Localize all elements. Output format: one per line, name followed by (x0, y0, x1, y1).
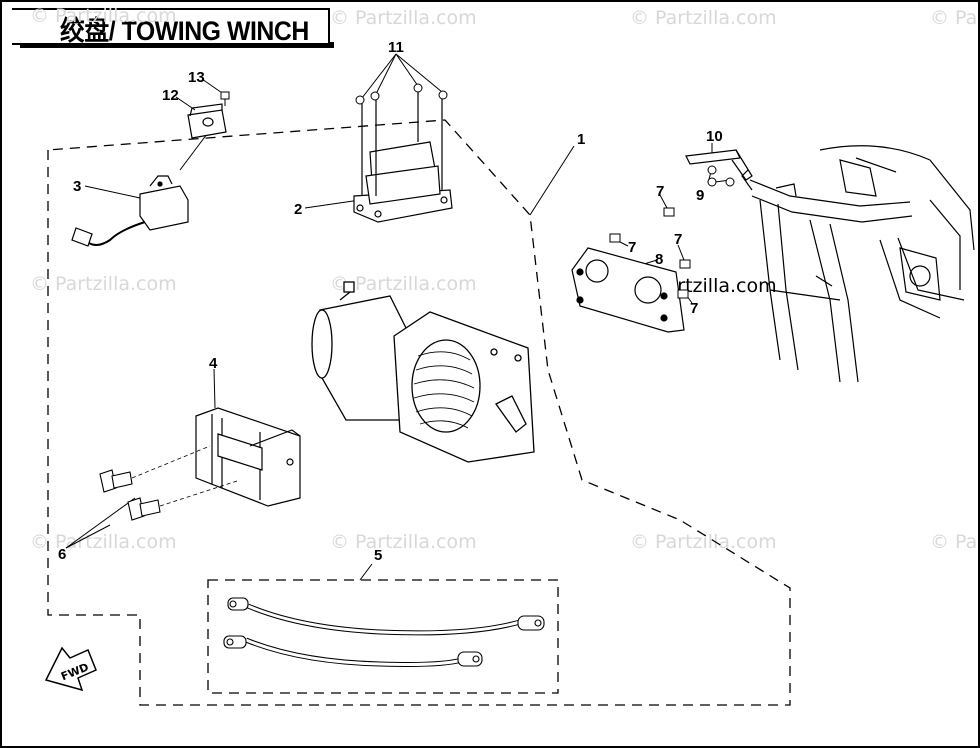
bolts-part-7 (609, 207, 691, 299)
watermark: © Partzilla.com (630, 531, 777, 553)
watermark: © Partzilla.com (330, 531, 477, 553)
bracket-part-12 (187, 103, 227, 139)
callout-12: 12 (162, 87, 179, 104)
callout-7: 7 (674, 231, 682, 248)
callout-8: 8 (655, 251, 663, 268)
watermark: © Partzilla.com (30, 531, 177, 553)
cable-terminals (223, 597, 545, 667)
bracket-part-10 (685, 149, 753, 181)
fairlead-part-4 (195, 407, 301, 507)
cables-part-5 (245, 603, 521, 667)
watermark: © Partzilla.com (30, 273, 177, 295)
callout-5: 5 (374, 547, 382, 564)
callout-6: 6 (58, 546, 66, 563)
watermark: © Partzilla.com (330, 7, 477, 29)
callout-10: 10 (706, 128, 723, 145)
forward-direction-marker: FWD (44, 646, 97, 692)
callout-3: 3 (73, 178, 81, 195)
callout-7: 7 (628, 239, 636, 256)
watermark: © Partzilla.com (930, 531, 980, 553)
watermark: © Partzilla.com (930, 7, 980, 29)
callout-13: 13 (188, 69, 205, 86)
assembly-outline (47, 119, 791, 706)
winch-assembly (311, 281, 535, 463)
callout-2: 2 (294, 201, 302, 218)
bolts-part-6 (99, 469, 161, 521)
mounting-plate-part-8 (571, 247, 685, 333)
watermark: © Partzilla.com (330, 273, 477, 295)
alignment-lines (131, 445, 241, 507)
watermark: © Partzilla.com (30, 5, 177, 27)
callout-7: 7 (690, 300, 698, 317)
vehicle-frame (741, 145, 975, 383)
callout-1: 1 (577, 131, 585, 148)
watermark: © Partzilla.com (630, 7, 777, 29)
control-box-part-2 (353, 86, 453, 223)
callout-4: 4 (209, 355, 218, 372)
title-box (12, 8, 330, 45)
callout-11: 11 (388, 39, 404, 56)
solenoid-part-3 (71, 175, 189, 247)
screws-part-11 (355, 83, 448, 105)
nuts-part-9 (707, 165, 735, 187)
callout-numbers: 1 2 3 4 5 6 7 7 7 7 8 9 10 11 12 13 (58, 39, 723, 564)
bolt-part-13 (220, 91, 230, 106)
title-shadow (20, 42, 334, 48)
callout-9: 9 (696, 187, 704, 204)
callout-7: 7 (656, 183, 664, 200)
diagram-title: 绞盘/ TOWING WINCH (60, 16, 309, 46)
